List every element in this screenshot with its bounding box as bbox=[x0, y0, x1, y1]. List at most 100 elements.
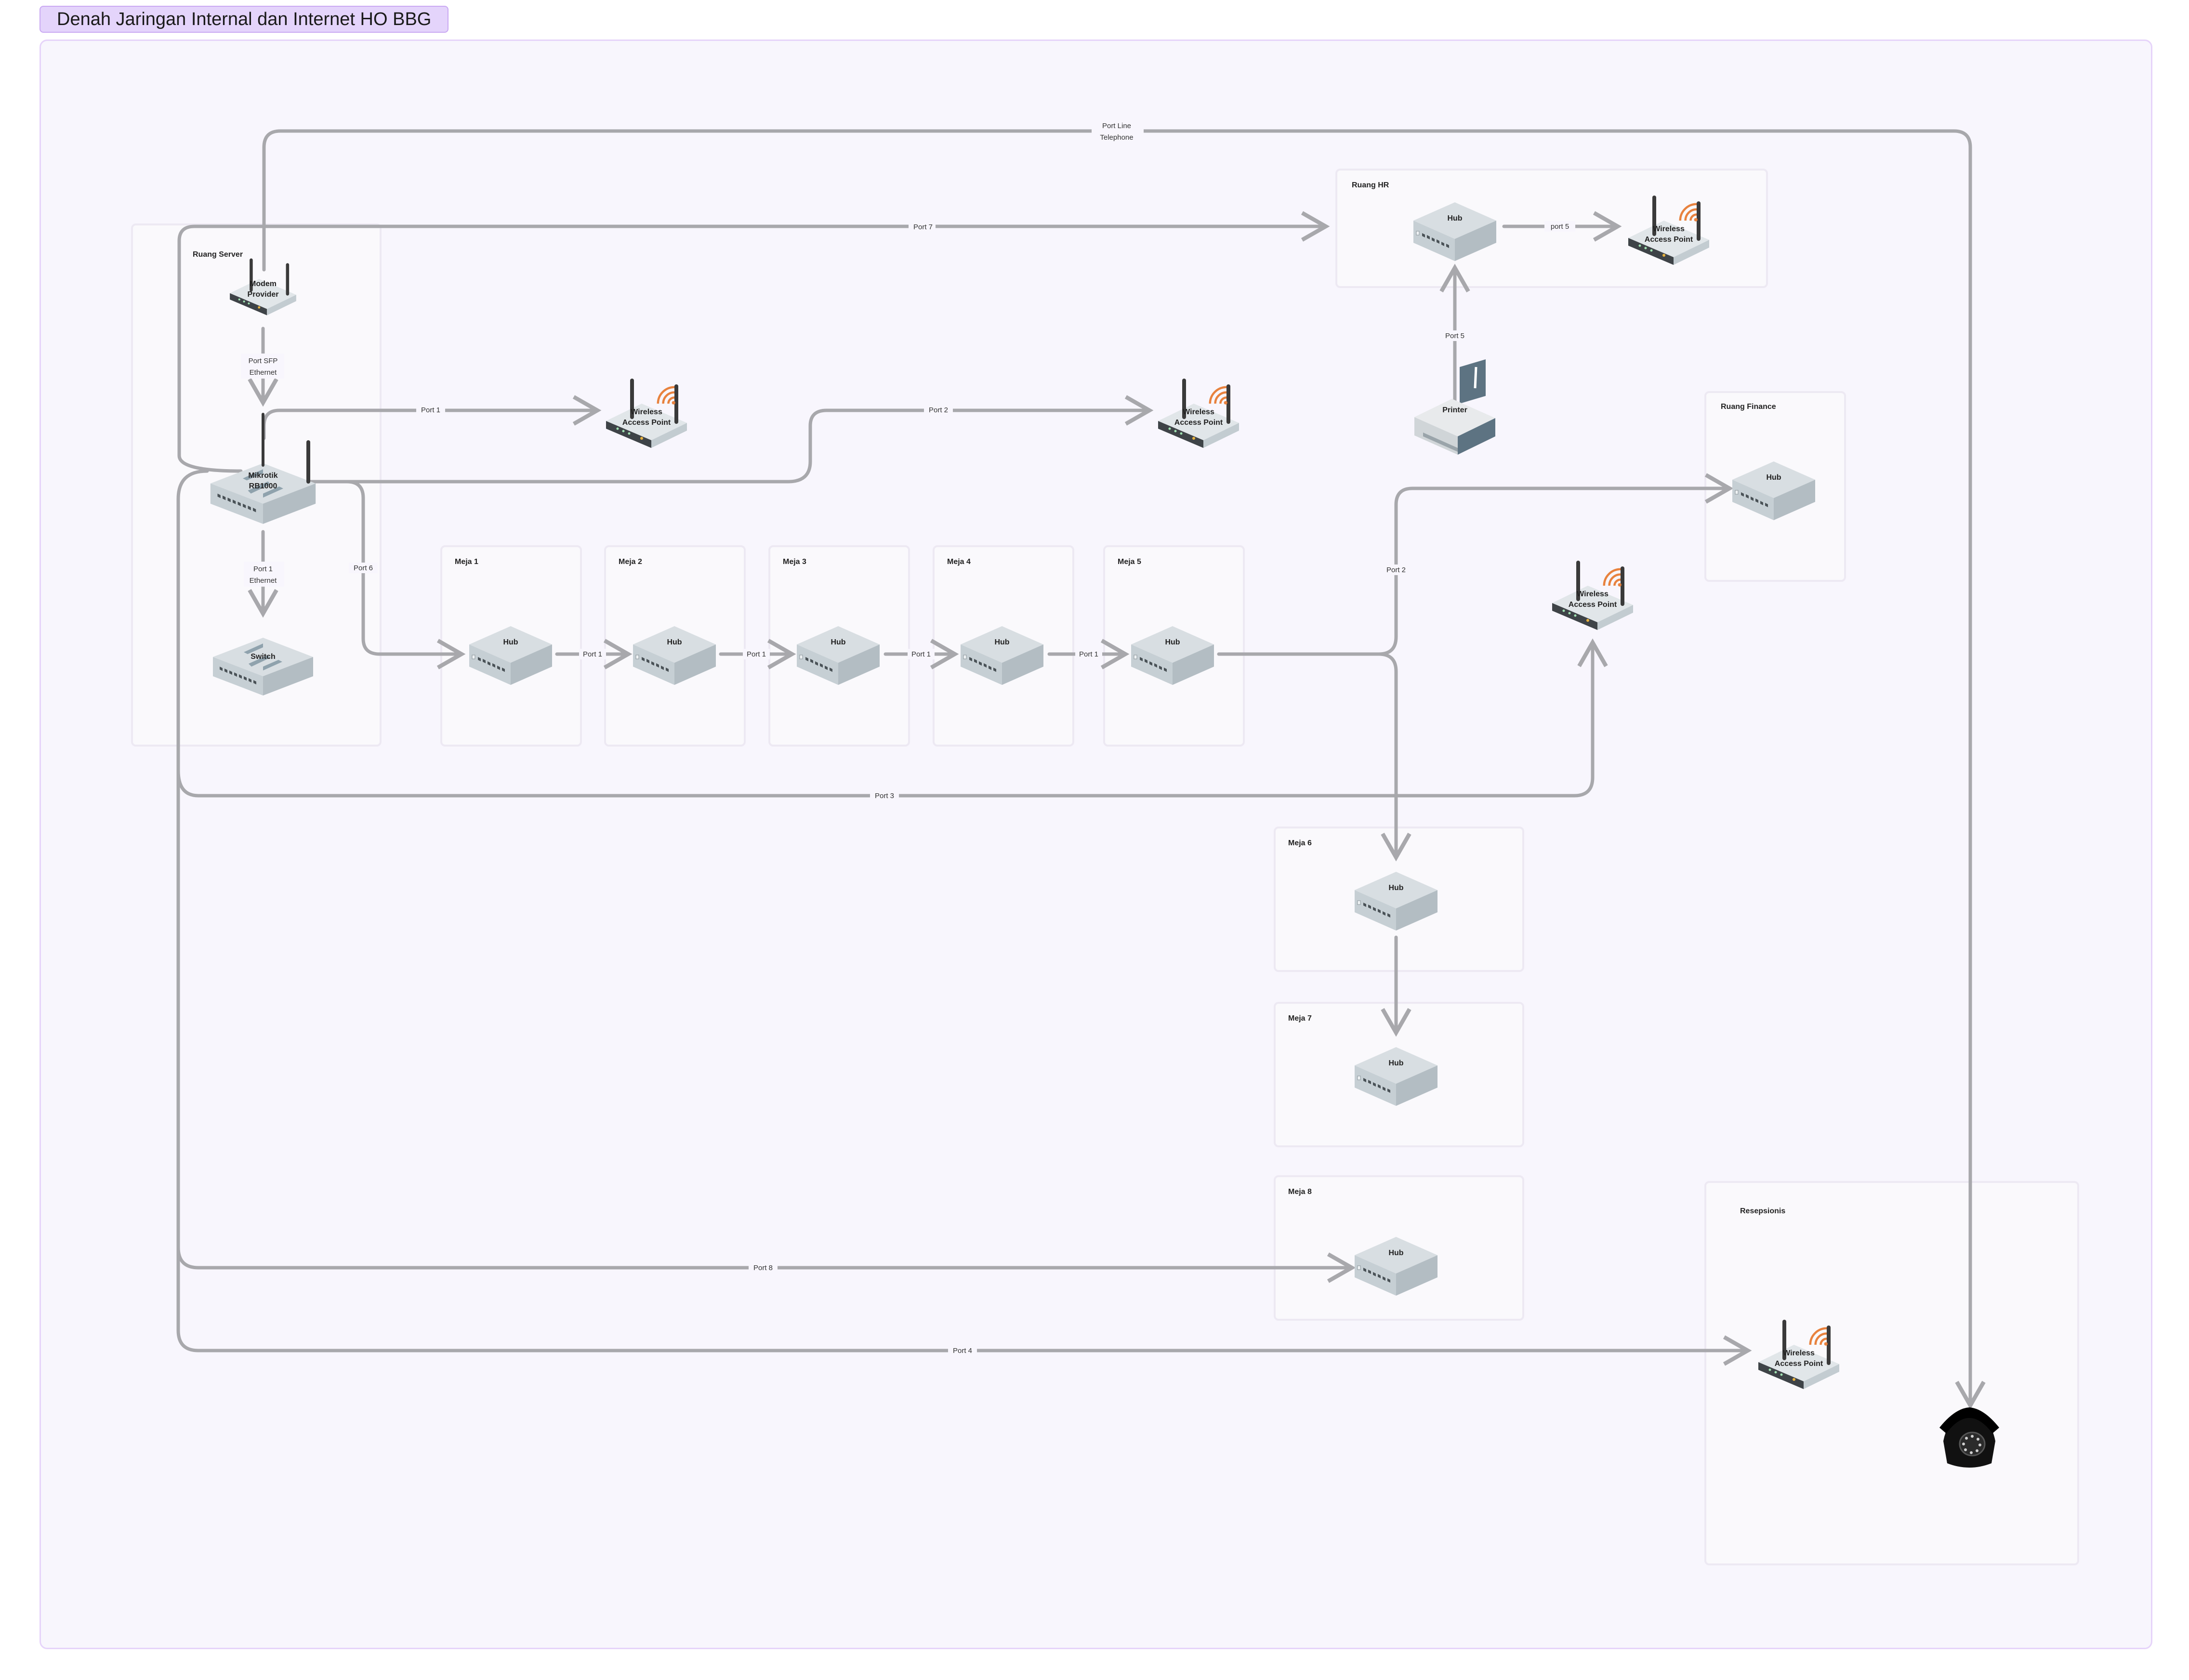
label-telephone-line-1: Port Line bbox=[1102, 122, 1131, 130]
hub-icon bbox=[1354, 1047, 1438, 1106]
device-label: Wireless bbox=[1577, 590, 1609, 598]
device-label: Switch bbox=[251, 653, 276, 661]
device-label: Hub bbox=[1447, 214, 1462, 223]
connector-labels: Port Line Telephone Port 7 Port SFP Ethe… bbox=[241, 118, 1575, 1356]
modem-provider: Modem Provider bbox=[230, 260, 296, 315]
hub-icon bbox=[960, 626, 1044, 685]
label-port-1: Port 1 bbox=[421, 406, 440, 414]
zone-title: Ruang HR bbox=[1352, 181, 1389, 189]
access-point-mid: Wireless Access Point bbox=[1552, 563, 1633, 630]
hub-icon bbox=[1354, 871, 1438, 931]
access-point-hr: Wireless Access Point bbox=[1628, 197, 1709, 265]
mikrotik-router: Mikrotik RB1000 bbox=[210, 413, 316, 524]
hub-icon bbox=[1131, 626, 1214, 685]
switch: Switch bbox=[213, 638, 313, 696]
device-label: Wireless bbox=[1783, 1349, 1815, 1357]
device-label: Mikrotik bbox=[248, 472, 277, 480]
label-hr-hub-ap: port 5 bbox=[1551, 223, 1569, 231]
telephone bbox=[1939, 1407, 1999, 1468]
device-label: Wireless bbox=[1183, 408, 1214, 416]
label-port-8: Port 8 bbox=[753, 1264, 773, 1272]
connector-left-trunk bbox=[176, 469, 1752, 1366]
label-port-2: Port 2 bbox=[929, 406, 948, 414]
hub-meja-6: Hub bbox=[1354, 871, 1438, 931]
device-label: Access Point bbox=[1569, 601, 1617, 609]
printer: Printer bbox=[1414, 359, 1495, 455]
hub-icon bbox=[633, 626, 716, 685]
devices: Modem Provider Mikrotik RB1000 Switch Wi… bbox=[210, 197, 1999, 1468]
label-printer-hr: Port 5 bbox=[1445, 332, 1464, 340]
connector-port-3 bbox=[176, 638, 1608, 798]
device-label: Access Point bbox=[1174, 419, 1223, 427]
zone-title: Meja 5 bbox=[1118, 558, 1141, 566]
device-label: Hub bbox=[831, 638, 845, 646]
hub-meja-5: Hub bbox=[1131, 626, 1214, 685]
label-port-3: Port 3 bbox=[875, 792, 894, 800]
connector-meja-5-finance bbox=[1217, 473, 1734, 656]
device-label: Hub bbox=[1165, 638, 1180, 646]
label-modem-mikrotik-2: Ethernet bbox=[250, 368, 277, 377]
access-point-2: Wireless Access Point bbox=[1158, 381, 1239, 448]
printer-icon bbox=[1414, 359, 1495, 455]
hub-icon bbox=[469, 626, 553, 685]
hub-icon bbox=[1354, 1236, 1438, 1296]
hub-icon bbox=[796, 626, 880, 685]
connector-port-8 bbox=[176, 1246, 1356, 1283]
device-label: Access Point bbox=[622, 419, 671, 427]
label-port-6: Port 6 bbox=[354, 564, 373, 572]
zone-title: Meja 1 bbox=[455, 558, 478, 566]
label-meja-4-5: Port 1 bbox=[1079, 650, 1098, 658]
label-mikrotik-switch-1: Port 1 bbox=[253, 565, 273, 573]
zone-title: Meja 4 bbox=[947, 558, 971, 566]
label-mikrotik-switch-2: Ethernet bbox=[250, 577, 277, 585]
label-telephone-line-2: Telephone bbox=[1100, 133, 1133, 142]
connector-port-2 bbox=[287, 395, 1154, 484]
hub-meja-1: Hub bbox=[469, 626, 553, 685]
device-label: Hub bbox=[503, 638, 518, 646]
connector-meja-5-6 bbox=[1377, 652, 1411, 862]
label-meja-1-2: Port 1 bbox=[583, 650, 602, 658]
device-label: Access Point bbox=[1645, 236, 1693, 244]
zone-title: Meja 8 bbox=[1288, 1188, 1312, 1196]
device-label: RB1000 bbox=[249, 482, 277, 490]
hub-meja-2: Hub bbox=[633, 626, 716, 685]
connector-port-7 bbox=[177, 211, 1330, 473]
access-point-resepsionis: Wireless Access Point bbox=[1758, 1322, 1839, 1389]
device-label: Modem bbox=[250, 280, 277, 288]
hub-icon bbox=[1732, 461, 1816, 521]
wifi-icon bbox=[1210, 387, 1227, 405]
device-label: Hub bbox=[1766, 473, 1781, 482]
device-label: Hub bbox=[994, 638, 1009, 646]
device-label: Printer bbox=[1442, 406, 1467, 414]
label-port-7: Port 7 bbox=[913, 223, 933, 231]
label-meja-2-3: Port 1 bbox=[747, 650, 766, 658]
device-label: Hub bbox=[667, 638, 682, 646]
wifi-icon bbox=[1680, 204, 1698, 222]
zone-title: Resepsionis bbox=[1740, 1207, 1786, 1215]
wifi-icon bbox=[658, 387, 675, 405]
wifi-icon bbox=[1810, 1328, 1828, 1346]
zone-ruang-hr: Ruang HR bbox=[1335, 169, 1768, 288]
access-point-1: Wireless Access Point bbox=[606, 381, 687, 448]
connector-telephone-line bbox=[262, 129, 1986, 1410]
device-label: Provider bbox=[248, 290, 279, 299]
label-port-2-finance: Port 2 bbox=[1386, 566, 1406, 574]
hub-meja-3: Hub bbox=[796, 626, 880, 685]
wifi-icon bbox=[1604, 569, 1622, 587]
device-label: Hub bbox=[1388, 884, 1403, 892]
label-meja-3-4: Port 1 bbox=[911, 650, 931, 658]
zone-title: Ruang Server bbox=[193, 250, 243, 259]
connectors bbox=[176, 129, 1986, 1410]
zone-title: Ruang Finance bbox=[1721, 403, 1776, 411]
hub-hr: Hub bbox=[1413, 202, 1497, 262]
connector-port-6 bbox=[312, 480, 466, 669]
zone-title: Meja 7 bbox=[1288, 1014, 1312, 1023]
hub-meja-8: Hub bbox=[1354, 1236, 1438, 1296]
zone-title: Meja 3 bbox=[783, 558, 806, 566]
zone-title: Meja 2 bbox=[619, 558, 642, 566]
device-label: Wireless bbox=[631, 408, 662, 416]
hub-meja-7: Hub bbox=[1354, 1047, 1438, 1106]
diagram-title: Denah Jaringan Internal dan Internet HO … bbox=[40, 6, 449, 33]
device-label: Access Point bbox=[1775, 1360, 1823, 1368]
